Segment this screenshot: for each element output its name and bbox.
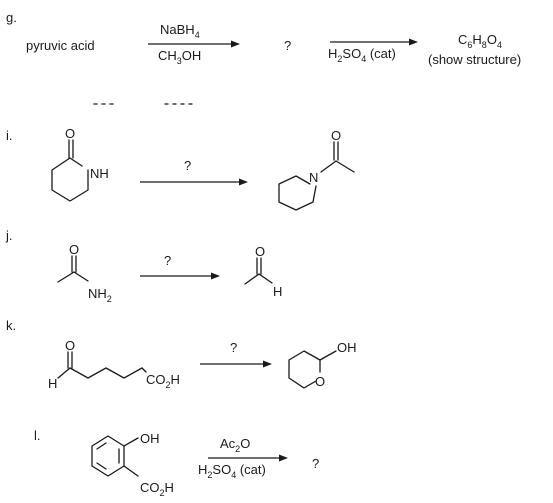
product-note: (show structure) — [428, 52, 521, 67]
lactam-ring-bonds — [51, 157, 89, 202]
n-acetylpiperidine-structure: O N — [278, 128, 355, 211]
salicylic-acid-structure: OH CO2H — [91, 431, 174, 498]
carboxylic-acid-group: CO2H — [146, 372, 180, 390]
aldehyde-oxygen: O — [255, 244, 265, 259]
ring-oxygen: O — [315, 374, 325, 389]
problem-i: i. O NH ? O N — [6, 126, 355, 211]
reagent-below-arrow-2: H2SO4 (cat) — [328, 46, 396, 64]
problem-label-k: k. — [6, 318, 16, 333]
arrowhead-j — [211, 272, 220, 280]
product-formula: C6H8O4 — [458, 32, 502, 50]
arrowhead-l — [279, 454, 288, 462]
arrowhead-g1 — [231, 40, 240, 48]
problem-k: k. H O CO2H ? OH O — [6, 318, 357, 391]
tetrahydropyranol-structure: OH O — [288, 340, 357, 389]
acetyl-oxygen: O — [331, 128, 341, 143]
arrowhead-k — [263, 360, 272, 368]
product-unknown-l: ? — [312, 456, 319, 471]
amide-nh: NH — [90, 166, 109, 181]
problem-label-i: i. — [6, 128, 13, 143]
problem-label-g: g. — [6, 10, 17, 25]
amide-oxygen: O — [69, 242, 79, 257]
aldehyde-h-k: H — [48, 376, 57, 391]
reagent-above-arrow-l: Ac2O — [220, 436, 250, 454]
reagent-unknown-i: ? — [184, 158, 191, 173]
problem-j: j. O NH2 ? O H — [5, 228, 282, 304]
carbonyl-oxygen: O — [65, 126, 75, 141]
aldehyde-hydrogen: H — [273, 284, 282, 299]
reagent-below-arrow-1: CH3OH — [158, 48, 201, 66]
reagent-below-arrow-l: H2SO4 (cat) — [198, 462, 266, 480]
acetamide-structure: O NH2 — [57, 242, 112, 304]
arrowhead-i — [239, 178, 248, 186]
problem-label-l: l. — [34, 428, 41, 443]
phenol-oh: OH — [140, 431, 160, 446]
reagent-unknown-k: ? — [230, 340, 237, 355]
piperidinone-structure: O NH — [51, 126, 109, 202]
hydroxyl-group: OH — [337, 340, 357, 355]
acetaldehyde-structure: O H — [244, 244, 282, 299]
problem-l: l. OH CO2H Ac2O H2SO4 (cat) ? — [34, 428, 319, 498]
tetrahydropyran-ring-bonds — [288, 350, 321, 389]
piperidine-ring-bonds — [278, 175, 317, 211]
intermediate-unknown: ? — [284, 38, 291, 53]
amine-group: NH2 — [88, 286, 112, 304]
reagent-above-arrow-1: NaBH4 — [160, 22, 200, 40]
amide-nitrogen: N — [309, 170, 318, 185]
problem-label-j: j. — [5, 228, 13, 243]
reagent-unknown-j: ? — [164, 253, 171, 268]
carboxylic-acid-group-l: CO2H — [140, 480, 174, 498]
problem-g: g. pyruvic acid NaBH4 CH3OH ? H2SO4 (cat… — [6, 10, 521, 105]
arrowhead-g2 — [409, 38, 418, 46]
carbon-chain — [69, 367, 143, 379]
starting-material-name: pyruvic acid — [26, 38, 95, 53]
aldehyde-oxygen-k: O — [65, 338, 75, 353]
oxo-hexanoic-acid-structure: H O CO2H — [48, 338, 180, 391]
lactam-c-n-bond — [69, 157, 83, 167]
